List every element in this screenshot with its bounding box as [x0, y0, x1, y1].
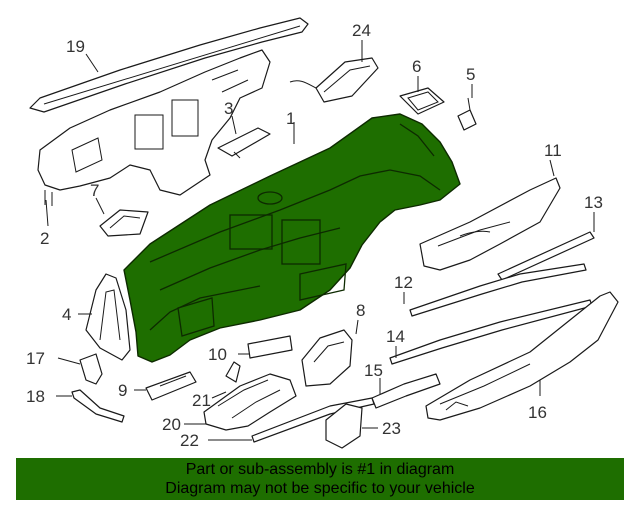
- callout-labels: 1 2 3 4 5 6 7 8 9 10 11 12 13 14 15 16 1…: [26, 21, 603, 450]
- callout-1: 1: [286, 109, 295, 128]
- disclaimer-line-2: Diagram may not be specific to your vehi…: [165, 480, 475, 497]
- callout-17: 17: [26, 349, 45, 368]
- part-1-instrument-panel: [123, 113, 461, 363]
- part-16-lower-trim: [425, 291, 619, 421]
- callout-20: 20: [162, 415, 181, 434]
- part-9: [145, 371, 197, 401]
- leader-lines: [45, 40, 595, 441]
- callout-12: 12: [394, 273, 413, 292]
- part-3: [217, 127, 271, 159]
- callout-9: 9: [118, 381, 127, 400]
- part-6: [399, 87, 445, 115]
- part-23: [325, 403, 363, 449]
- callout-22: 22: [180, 431, 199, 450]
- part-2-cross-beam: [37, 49, 271, 206]
- part-20-21-console-bracket: [203, 361, 297, 431]
- part-8: [301, 329, 353, 387]
- part-4-end-cap: [85, 273, 131, 361]
- callout-24: 24: [352, 21, 371, 40]
- callout-7: 7: [90, 181, 99, 200]
- callout-16: 16: [528, 403, 547, 422]
- part-18: [71, 389, 125, 423]
- part-15: [371, 373, 441, 409]
- callout-5: 5: [466, 65, 475, 84]
- callout-4: 4: [62, 305, 71, 324]
- part-5: [457, 97, 477, 131]
- callout-15: 15: [364, 361, 383, 380]
- part-24: [289, 57, 379, 103]
- part-12-strip: [409, 263, 587, 317]
- callout-2: 2: [40, 229, 49, 248]
- part-11-trim: [419, 177, 561, 271]
- callout-10: 10: [208, 345, 227, 364]
- callout-8: 8: [356, 301, 365, 320]
- part-10: [247, 335, 293, 359]
- part-7: [99, 209, 149, 237]
- callout-6: 6: [412, 57, 421, 76]
- callout-18: 18: [26, 387, 45, 406]
- part-19-rail: [29, 17, 309, 113]
- callout-3: 3: [224, 99, 233, 118]
- part-17: [79, 353, 103, 385]
- callout-13: 13: [584, 193, 603, 212]
- callout-19: 19: [66, 37, 85, 56]
- callout-21: 21: [192, 391, 211, 410]
- disclaimer-line-1: Part or sub-assembly is #1 in diagram: [185, 461, 455, 478]
- disclaimer-banner: Part or sub-assembly is #1 in diagram Di…: [16, 458, 624, 500]
- parts-diagram: 1 2 3 4 5 6 7 8 9 10 11 12 13 14 15 16 1…: [26, 17, 619, 450]
- part-13-strip: [497, 231, 595, 281]
- callout-14: 14: [386, 327, 405, 346]
- callout-23: 23: [382, 419, 401, 438]
- callout-11: 11: [544, 141, 562, 160]
